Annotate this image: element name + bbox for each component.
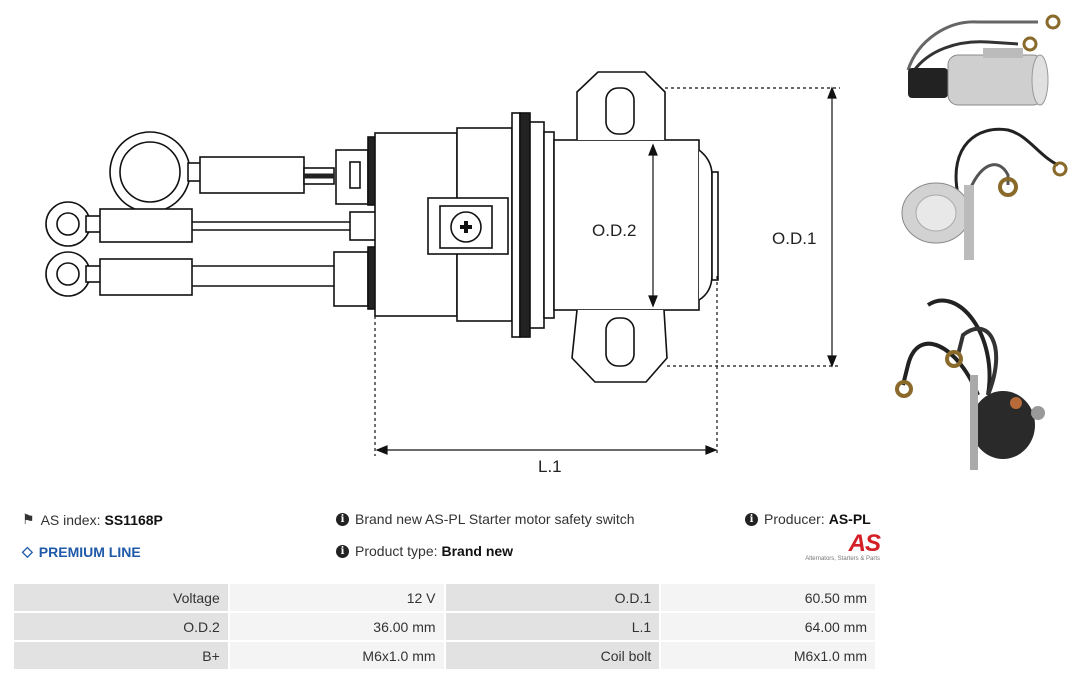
technical-drawing: O.D.2 O.D.1 L.1 (45, 71, 840, 476)
spec-value: 64.00 mm (659, 611, 877, 642)
solenoid-body (553, 139, 700, 311)
dim-label-od1: O.D.1 (772, 229, 816, 248)
product-photo-top (906, 14, 1061, 106)
logo-tagline: Alternators, Starters & Parts (805, 556, 880, 562)
as-index: ⚑ AS index: SS1168P (22, 511, 163, 528)
premium-line-label: PREMIUM LINE (38, 543, 141, 560)
spec-label: O.D.1 (443, 582, 662, 613)
spec-label: Voltage (12, 582, 230, 613)
tags-icon: ⚑ (22, 511, 35, 527)
product-type-label: Product type: (355, 543, 438, 559)
spec-value: M6x1.0 mm (227, 640, 446, 671)
dim-label-l1: L.1 (538, 457, 562, 476)
spec-label: Coil bolt (443, 640, 662, 671)
spec-label: L.1 (443, 611, 662, 642)
as-index-value: SS1168P (104, 511, 163, 528)
gem-icon: ◇ (22, 543, 33, 559)
spec-value: 60.50 mm (659, 582, 877, 613)
spec-value: 36.00 mm (227, 611, 446, 642)
spec-label: B+ (12, 640, 230, 671)
spec-label: O.D.2 (12, 611, 230, 642)
product-photo-bottom (895, 298, 1045, 470)
premium-line-badge[interactable]: ◇ PREMIUM LINE (22, 543, 141, 560)
spec-value: 12 V (227, 582, 446, 613)
as-index-label: AS index: (40, 511, 101, 528)
logo-mark: AS (848, 530, 881, 557)
description: i Brand new AS-PL Starter motor safety s… (336, 511, 635, 527)
producer: i Producer: AS-PL (745, 511, 871, 527)
product-type: i Product type: Brand new (336, 543, 513, 559)
table-row: O.D.2 36.00 mm L.1 64.00 mm (12, 611, 877, 642)
producer-label: Producer: (764, 511, 825, 527)
dim-label-od2: O.D.2 (592, 221, 636, 240)
as-pl-logo: AS Alternators, Starters & Parts (790, 530, 881, 563)
spec-value: M6x1.0 mm (659, 640, 877, 671)
product-photo-middle (901, 127, 1068, 260)
table-row: B+ M6x1.0 mm Coil bolt M6x1.0 mm (12, 640, 877, 671)
description-text: Brand new AS-PL Starter motor safety swi… (355, 511, 635, 527)
specs-table: Voltage 12 V O.D.1 60.50 mm O.D.2 36.00 … (12, 582, 877, 671)
product-type-value: Brand new (441, 543, 514, 559)
producer-value: AS-PL (828, 511, 871, 527)
info-circle-icon: i (745, 512, 758, 526)
info-circle-icon: i (336, 512, 349, 526)
info-circle-icon: i (336, 544, 349, 558)
table-row: Voltage 12 V O.D.1 60.50 mm (12, 582, 877, 613)
